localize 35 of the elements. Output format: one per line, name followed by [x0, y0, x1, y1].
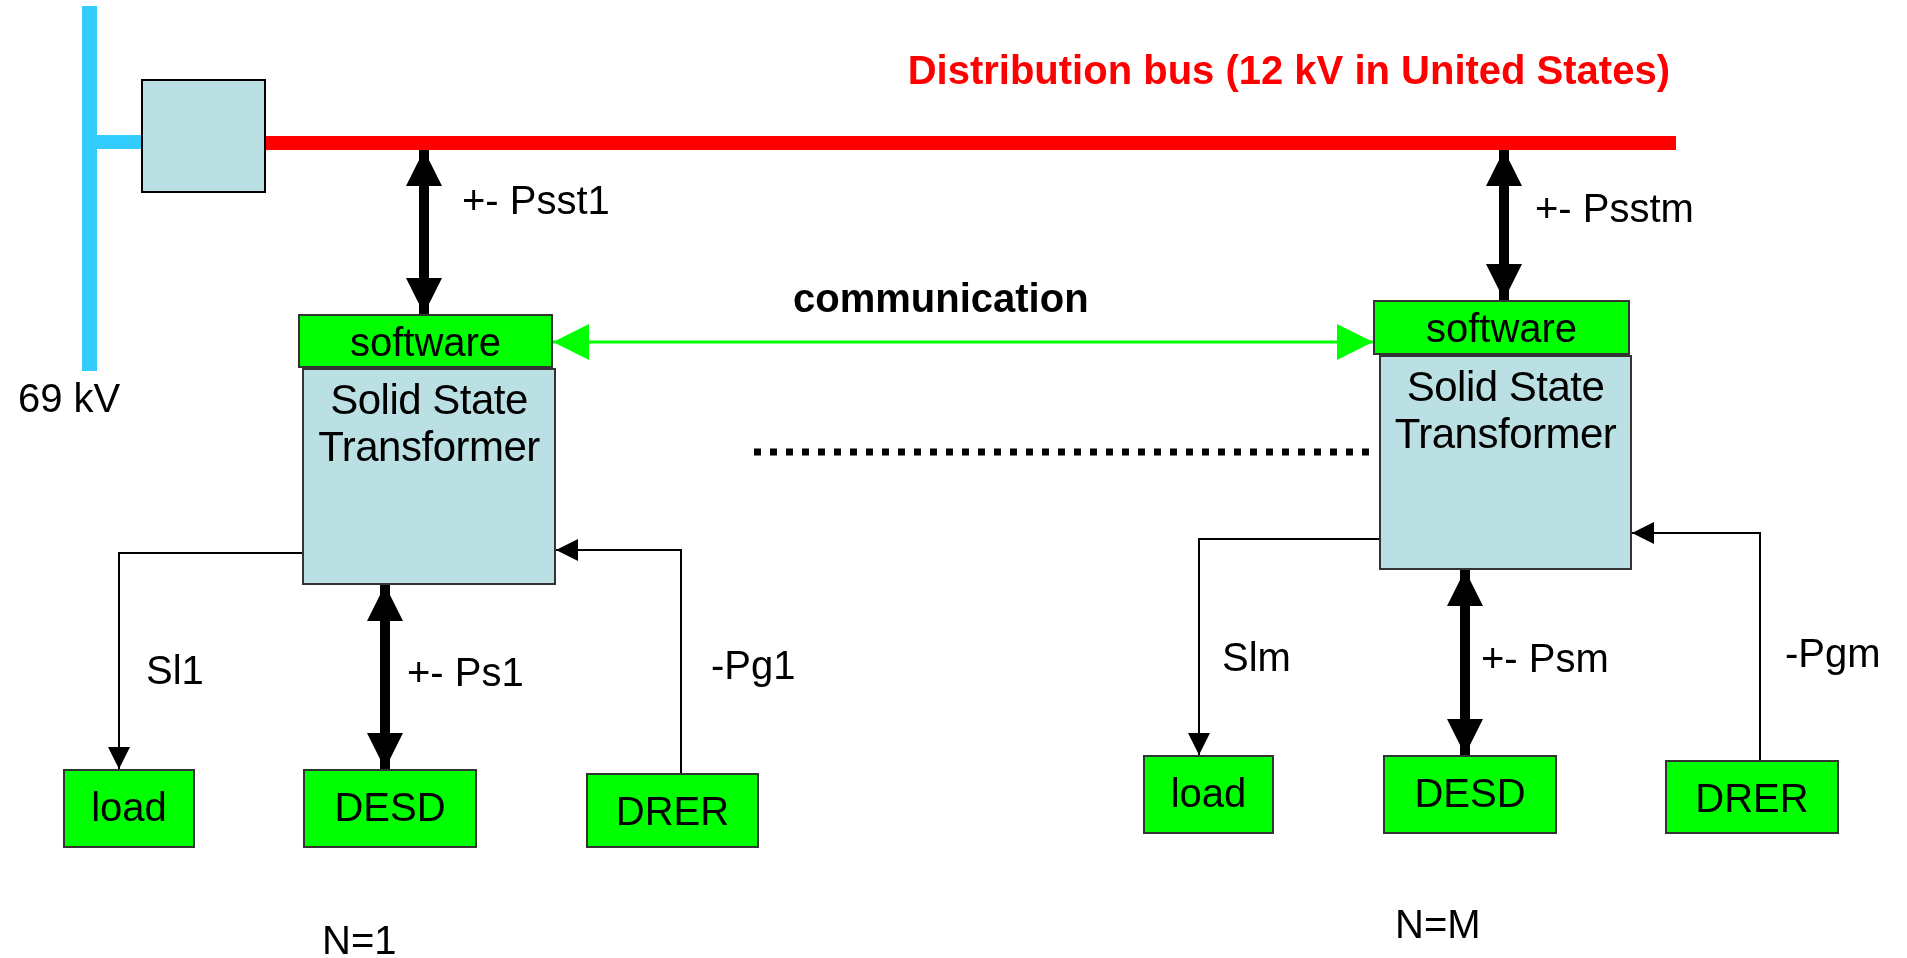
text-label: N=M [1395, 902, 1481, 946]
double-arrow [553, 324, 1373, 360]
load-box: load [63, 769, 195, 848]
arrow [1188, 538, 1380, 756]
transformer-box: Solid State Transformer [1379, 355, 1632, 570]
edge-label: -Pgm [1785, 631, 1881, 675]
arrow [108, 552, 303, 770]
storage-box: DESD [303, 769, 477, 848]
arrow [367, 585, 403, 769]
connector-line [97, 135, 141, 149]
bus-title: Distribution bus (12 kV in United States) [907, 48, 1670, 93]
arrow [1447, 570, 1483, 755]
software-box: software [1373, 300, 1630, 355]
feeder-bus-bar [82, 6, 97, 371]
edge-label: -Pg1 [711, 643, 796, 687]
software-box: software [298, 314, 553, 368]
edge-label: +- Psm [1481, 636, 1609, 680]
arrow [555, 539, 682, 774]
storage-box: DESD [1383, 755, 1557, 834]
edge-label: +- Psst1 [462, 178, 610, 222]
edge-label: +- Ps1 [407, 650, 524, 694]
arrow [1631, 522, 1761, 761]
edge-label: Sl1 [146, 648, 204, 692]
transformer-box: Solid State Transformer [302, 368, 556, 585]
arrow [1486, 150, 1522, 300]
generation-box: DRER [586, 773, 759, 848]
edge-label: communication [793, 276, 1089, 320]
arrow [406, 150, 442, 314]
text-label: N=1 [322, 918, 397, 958]
substation-transformer-box [141, 79, 266, 193]
generation-box: DRER [1665, 760, 1839, 834]
load-box: load [1143, 755, 1274, 834]
edge-label: Slm [1222, 635, 1291, 679]
edge-label: +- Psstm [1535, 186, 1694, 230]
text-label: 69 kV [18, 376, 121, 420]
